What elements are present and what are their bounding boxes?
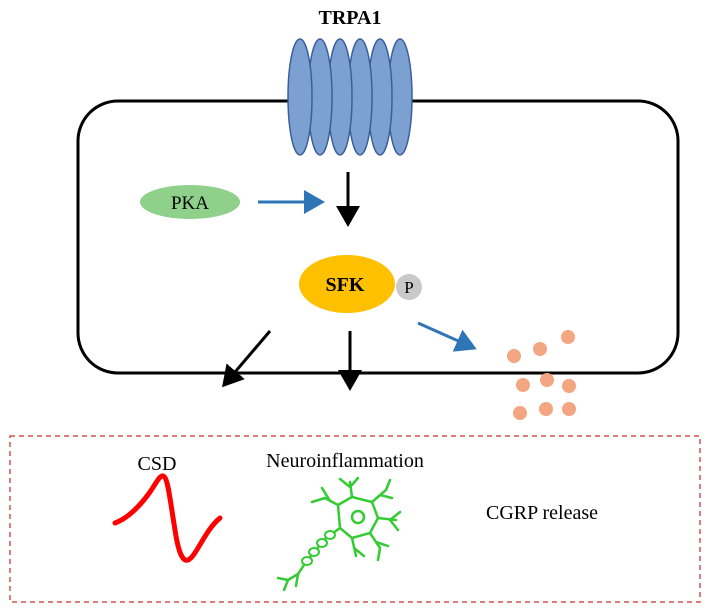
sfk-node: SFK [299, 255, 395, 313]
trpa1-channel [287, 38, 413, 156]
outcomes-box [9, 435, 701, 603]
trpa1-label: TRPA1 [319, 7, 382, 29]
vesicle [533, 342, 547, 356]
vesicle [540, 373, 554, 387]
vesicle [562, 379, 576, 393]
csd-wave-icon [112, 473, 223, 563]
vesicle [562, 402, 576, 416]
phospho-badge: P [396, 274, 422, 300]
neuron-icon [276, 476, 402, 592]
pka-label: PKA [171, 193, 209, 214]
channel-subunit [287, 38, 313, 156]
phospho-label: P [404, 278, 413, 297]
sfk-to-csd-arrow [222, 330, 272, 388]
vesicle [539, 402, 553, 416]
vesicle [507, 349, 521, 363]
myelin-beads [301, 530, 336, 566]
cgrp-vesicles [507, 330, 576, 420]
sfk-label: SFK [326, 274, 365, 296]
neuroinflammation-label: Neuroinflammation [266, 450, 424, 472]
vesicle [561, 330, 575, 344]
csd-label: CSD [138, 453, 177, 475]
vesicle [516, 378, 530, 392]
vesicle [513, 406, 527, 420]
sfk-to-cgrp-arrow [417, 321, 477, 352]
pka-node: PKA [140, 185, 240, 219]
cgrp-release-label: CGRP release [486, 502, 598, 524]
